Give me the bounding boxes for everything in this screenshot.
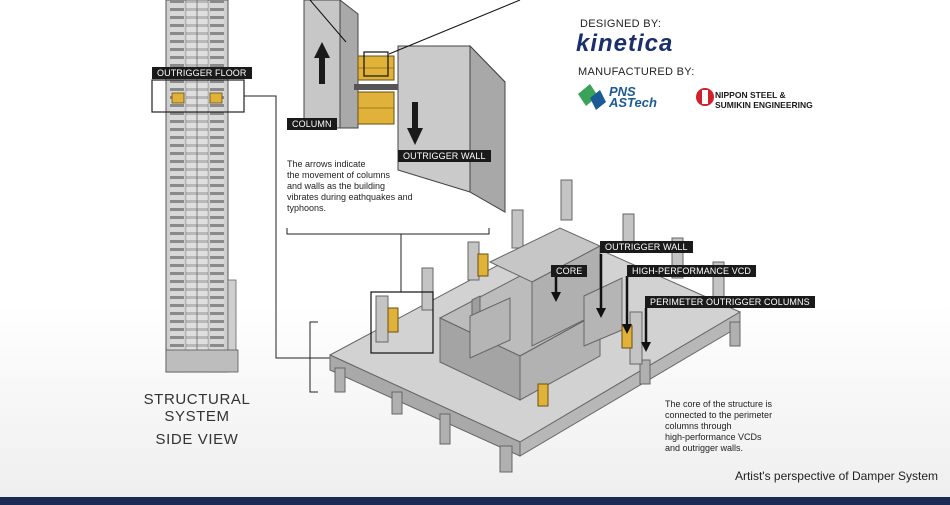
arrows-note-line: typhoons. <box>287 203 327 213</box>
arrows-note-line: the movement of columns <box>287 170 391 180</box>
bottom-band <box>0 497 950 505</box>
caption: Artist's perspective of Damper System <box>734 469 938 483</box>
core-note-line: high-performance VCDs <box>665 432 762 442</box>
perimeter-columns-label: PERIMETER OUTRIGGER COLUMNS <box>645 296 815 308</box>
kinetica-logo: kinetica <box>576 30 674 57</box>
core-note-line: The core of the structure is <box>665 399 773 409</box>
pns-logo-line-2: ASTech <box>609 95 657 110</box>
arrows-note-line: and walls as the building <box>287 181 386 191</box>
manufactured-by-label: MANUFACTURED BY: <box>578 66 695 78</box>
core-note-line: columns through <box>665 421 732 431</box>
core-label: CORE <box>551 265 588 277</box>
damper-detail <box>286 0 521 292</box>
outrigger-floor-label: OUTRIGGER FLOOR <box>152 67 252 79</box>
heading-line-1: STRUCTURAL SYSTEM <box>143 391 251 425</box>
outrigger-wall-detail-label: OUTRIGGER WALL <box>398 150 491 162</box>
column-label: COLUMN <box>287 118 337 130</box>
arrows-note-line: The arrows indicate <box>287 159 366 169</box>
nssmc-logo: NIPPON STEEL & SUMIKIN ENGINEERING <box>715 90 813 110</box>
arrows-note-line: vibrates during eathquakes and <box>287 192 413 202</box>
outrigger-wall-label: OUTRIGGER WALL <box>600 241 693 253</box>
vcd-label: HIGH-PERFORMANCE VCD <box>627 265 757 277</box>
tower-side-view <box>151 0 333 373</box>
core-note-line: and outrigger walls. <box>665 443 744 453</box>
heading-line-2: SIDE VIEW <box>155 431 239 448</box>
pns-logo-icon <box>578 84 606 110</box>
designed-by-label: DESIGNED BY: <box>580 18 662 30</box>
arrows-note: The arrows indicate the movement of colu… <box>287 159 417 214</box>
pns-astech-logo: PNS ASTech <box>609 84 657 110</box>
isometric-floor-plate <box>309 179 742 473</box>
core-note-line: connected to the perimeter <box>665 410 773 420</box>
nssmc-logo-line-1: NIPPON STEEL & <box>715 90 786 100</box>
side-view-heading: STRUCTURAL SYSTEM SIDE VIEW <box>110 391 284 448</box>
pns-logo-line-1: PNS <box>609 84 636 99</box>
core-note: The core of the structure is connected t… <box>665 399 795 454</box>
nssmc-logo-line-2: SUMIKIN ENGINEERING <box>715 100 813 110</box>
nssmc-logo-icon <box>696 88 714 106</box>
